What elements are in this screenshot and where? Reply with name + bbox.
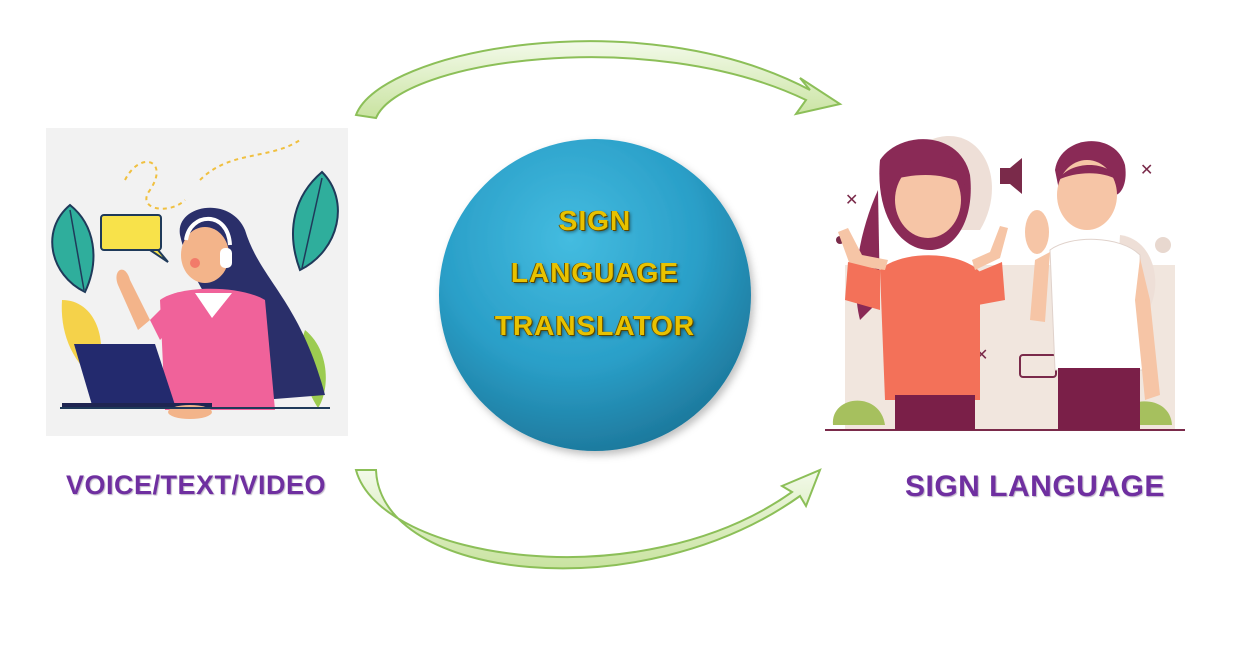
svg-text:✕: ✕ (845, 190, 858, 209)
center-text-line-2: LANGUAGE (510, 257, 680, 288)
svg-text:✕: ✕ (1140, 160, 1153, 179)
center-text-line-3: TRANSLATOR (494, 310, 696, 341)
center-text-line-1: SIGN (558, 205, 632, 236)
two-people-signing-illustration: ✕ ✕ ✕ (825, 136, 1185, 431)
bottom-curved-arrow (354, 468, 822, 570)
woman-with-headset-at-laptop-illustration (46, 128, 348, 436)
translator-circle (439, 139, 751, 451)
input-label: VOICE/TEXT/VIDEO (66, 470, 327, 500)
output-label: SIGN LANGUAGE (905, 470, 1165, 503)
top-curved-arrow (354, 40, 843, 120)
